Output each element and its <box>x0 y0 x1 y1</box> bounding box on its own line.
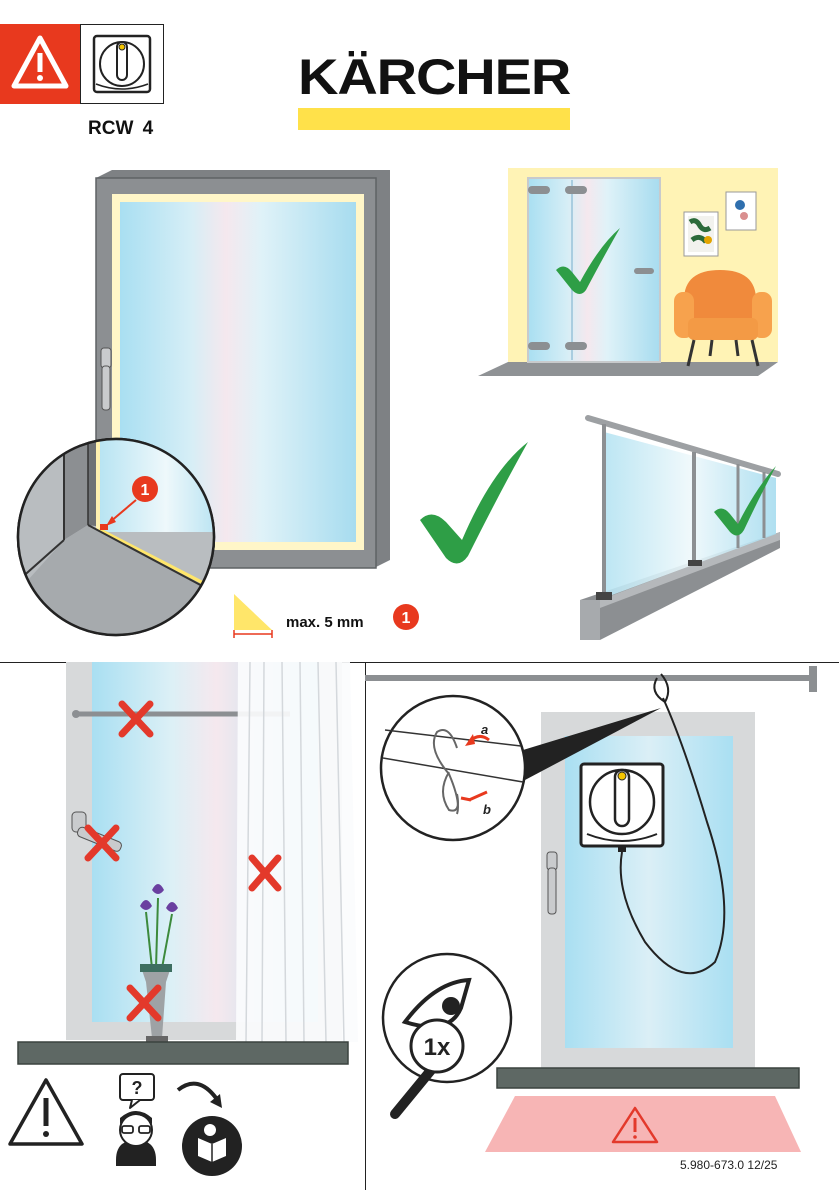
check-icon <box>714 466 776 536</box>
section-divider-vertical <box>365 662 366 1190</box>
header: RCW 4 KÄRCHER <box>0 0 839 140</box>
window-robot-icon <box>80 24 164 104</box>
brand-bar <box>298 108 570 130</box>
warning-triangle-icon <box>0 24 80 104</box>
brand-logo: KÄRCHER <box>298 49 571 105</box>
gap-callout-number: 1 <box>402 610 411 627</box>
document-code: 5.980-673.0 12/25 <box>680 1158 778 1172</box>
zoom-callout-number: 1 <box>141 482 150 499</box>
inspect-count: 1x <box>424 1034 451 1061</box>
rope-step-a: a <box>481 722 488 737</box>
model-name: RCW 4 <box>88 118 154 139</box>
section-divider <box>0 662 839 663</box>
check-icon <box>556 228 620 294</box>
obstacles-illustration: ? <box>8 661 358 1176</box>
safety-rope-illustration: a b 1x <box>365 666 817 1152</box>
warning-triangle-icon <box>611 1106 659 1144</box>
gap-max-label: max. 5 mm <box>286 614 364 631</box>
check-icon <box>420 442 528 564</box>
question-mark: ? <box>132 1078 143 1098</box>
person-icon <box>116 1140 156 1166</box>
window-illustration: 1 1 <box>16 168 781 640</box>
cross-icon <box>84 700 282 1022</box>
rope-step-b: b <box>483 802 491 817</box>
